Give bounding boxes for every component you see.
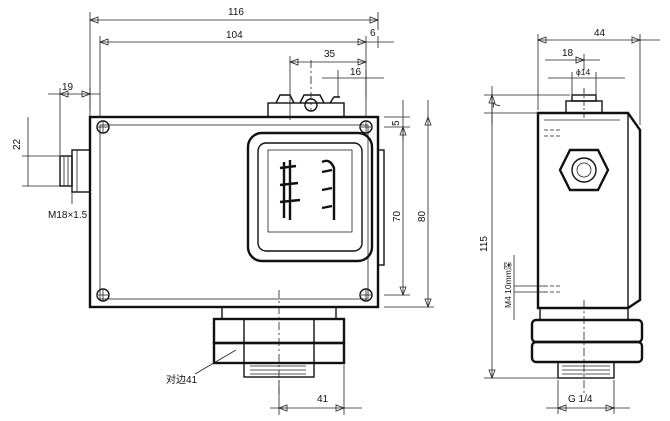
dim-side-total-height: 115 bbox=[479, 236, 490, 252]
dim-nut-width: 41 bbox=[317, 394, 329, 405]
front-view bbox=[59, 60, 385, 395]
display-window bbox=[246, 131, 374, 263]
dim-cover-offset: 16 bbox=[350, 67, 362, 78]
scale-icon bbox=[279, 159, 336, 220]
dim-port-offset: 35 bbox=[324, 49, 336, 60]
side-port-icon bbox=[558, 148, 610, 192]
front-dimensions bbox=[22, 12, 434, 415]
dim-connector-width: 19 bbox=[62, 82, 74, 93]
dim-mount-offset: 6 bbox=[370, 28, 376, 39]
side-top-fitting-icon bbox=[565, 88, 603, 118]
side-housing bbox=[536, 111, 642, 310]
dim-pipe-thread: G 1/4 bbox=[568, 394, 593, 405]
nut-across-flats-label: 对边41 bbox=[166, 373, 198, 386]
side-view bbox=[530, 88, 644, 395]
dim-side-offset: 18 bbox=[562, 48, 574, 59]
dim-top-gap: 5 bbox=[391, 120, 402, 126]
dim-side-depth: 44 bbox=[594, 28, 606, 39]
dim-side-top: 7 bbox=[492, 102, 503, 108]
side-dimensions bbox=[484, 34, 660, 414]
dim-body-height: 80 bbox=[417, 210, 428, 222]
connector-icon bbox=[59, 149, 91, 193]
dim-side-bore: ϕ14 bbox=[576, 67, 590, 77]
dim-connector-height: 22 bbox=[12, 138, 23, 150]
mount-hole-label: M4 10mm深 bbox=[503, 261, 513, 308]
corner-screw-icon bbox=[96, 120, 373, 302]
dim-hole-spacing: 70 bbox=[392, 210, 403, 222]
adjust-screw-icon bbox=[267, 94, 345, 118]
side-hex-nut-icon bbox=[530, 300, 644, 395]
dim-connector-thread: M18×1.5 bbox=[48, 210, 88, 221]
dim-overall-width: 116 bbox=[228, 7, 244, 18]
dim-body-width: 104 bbox=[226, 30, 243, 41]
